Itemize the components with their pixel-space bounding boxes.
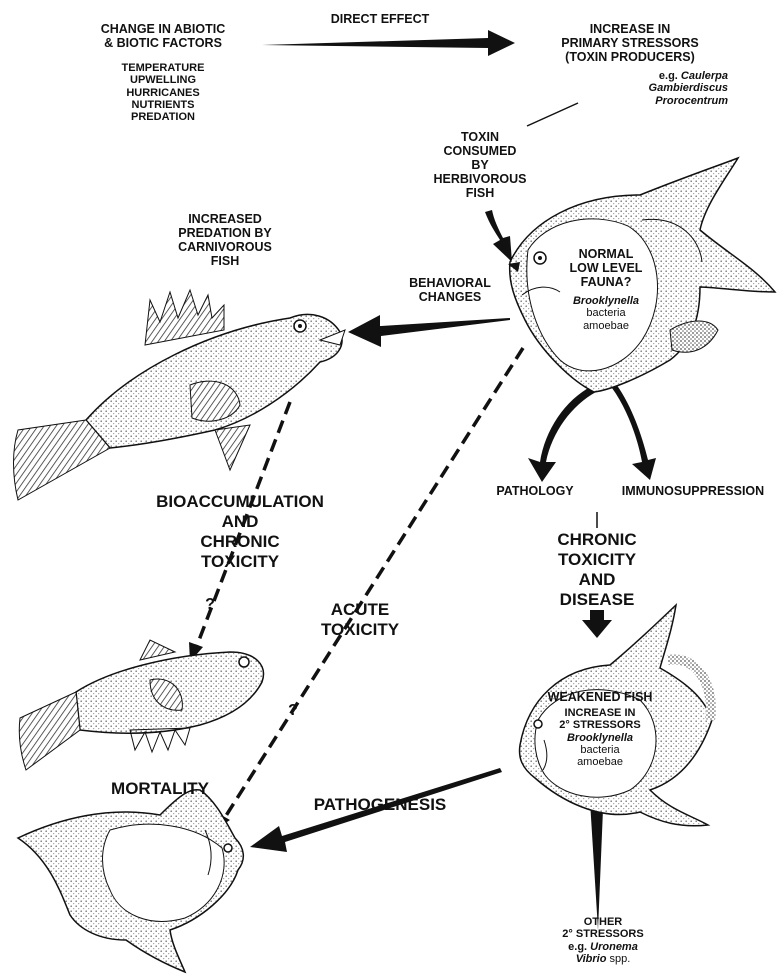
immunosuppression-label: IMMUNOSUPPRESSION [608,484,778,498]
eg-prefix: e.g. [568,941,587,953]
pathology-arrow [528,386,596,482]
predation-line: PREDATION BY [155,226,295,240]
dead-angelfish-illustration [18,790,243,972]
chronic-toxicity-label: CHRONIC TOXICITY AND DISEASE [537,530,657,610]
behavioral-changes-label: BEHAVIORAL CHANGES [395,276,505,304]
eg-prefix: e.g. [659,70,678,82]
increased-predation-label: INCREASED PREDATION BY CARNIVOROUS FISH [155,212,295,268]
abiotic-factors-heading: CHANGE IN ABIOTIC & BIOTIC FACTORS [78,22,248,50]
chronic-line: AND [537,570,657,590]
toxin-consumed-arrow [485,210,512,262]
primary-stressors-heading: INCREASE IN PRIMARY STRESSORS (TOXIN PRO… [540,22,720,64]
bioacc-line: TOXICITY [140,552,340,572]
toxin-line: CONSUMED [430,144,530,158]
factor-item: NUTRIENTS [98,99,228,111]
grouper-carnivore-illustration [14,290,346,500]
toxin-line: HERBIVOROUS [430,172,530,186]
amoebae-label: amoebae [556,320,656,332]
spp-label: spp. [610,953,631,965]
pufferfish-illustration [19,640,263,770]
toxin-consumed-label: TOXIN CONSUMED BY HERBIVOROUS FISH [430,130,530,200]
normal-line: FAUNA? [556,275,656,289]
primary-line-1: INCREASE IN [540,22,720,36]
predation-line: CARNIVOROUS [155,240,295,254]
chronic-down-arrow [582,610,612,638]
secondary-line-2: 2° STRESSORS [545,719,655,731]
normal-line: LOW LEVEL [556,261,656,275]
mortality-label: MORTALITY [95,779,225,799]
example-caulerpa: Caulerpa [681,70,728,82]
acute-toxicity-dashed-line [222,348,523,822]
normal-line: NORMAL [556,247,656,261]
pathogenesis-label: PATHOGENESIS [305,795,455,815]
bioacc-line: BIOACCUMULATION [140,492,340,512]
toxin-line: BY [430,158,530,172]
chronic-line: DISEASE [537,590,657,610]
example-prorocentrum: Prorocentrum [578,95,728,107]
examples-connector-line [527,103,578,126]
bacteria-label: bacteria [556,307,656,319]
behavioral-line: BEHAVIORAL [395,276,505,290]
brooklynella-label: Brooklynella [556,295,656,307]
other-line: OTHER [548,916,658,928]
acute-toxicity-label: ACUTE TOXICITY [300,600,420,640]
toxin-line: TOXIN [430,130,530,144]
other-line: 2° STRESSORS [548,928,658,940]
example-uronema: Uronema [590,941,638,953]
bioaccumulation-label: BIOACCUMULATION AND CHRONIC TOXICITY [140,492,340,572]
behavioral-line: CHANGES [395,290,505,304]
factor-item: HURRICANES [98,87,228,99]
abiotic-line-2: & BIOTIC FACTORS [78,36,248,50]
chronic-line: CHRONIC [537,530,657,550]
immunosuppression-arrow [612,384,656,480]
example-gambierdiscus: Gambierdiscus [578,82,728,94]
pathology-label: PATHOLOGY [485,484,585,498]
predation-line: INCREASED [155,212,295,226]
abiotic-factors-list: TEMPERATURE UPWELLING HURRICANES NUTRIEN… [98,62,228,124]
weakened-fish-label: WEAKENED FISH [535,690,665,704]
secondary-line-1: INCREASE IN [545,707,655,719]
brooklynella-label: Brooklynella [545,732,655,744]
direct-effect-label: DIRECT EFFECT [310,12,450,26]
toxin-line: FISH [430,186,530,200]
other-stressors-label: OTHER 2° STRESSORS e.g. Uronema Vibrio s… [548,916,658,965]
bioacc-line: CHRONIC [140,532,340,552]
normal-fauna-label: NORMAL LOW LEVEL FAUNA? [556,247,656,289]
acute-line: ACUTE [300,600,420,620]
predation-line: FISH [155,254,295,268]
primary-line-3: (TOXIN PRODUCERS) [540,50,720,64]
bacteria-label: bacteria [545,744,655,756]
factor-item: TEMPERATURE [98,62,228,74]
example-vibrio: Vibrio [576,953,607,965]
abiotic-line-1: CHANGE IN ABIOTIC [78,22,248,36]
acute-question-mark: ? [283,702,303,720]
direct-effect-arrow [262,30,515,56]
acute-line: TOXICITY [300,620,420,640]
factor-item: UPWELLING [98,74,228,86]
behavioral-changes-arrow [348,315,510,347]
amoebae-label: amoebae [545,756,655,768]
bioacc-line: AND [140,512,340,532]
primary-examples: e.g. Caulerpa Gambierdiscus Prorocentrum [578,70,728,107]
chronic-line: TOXICITY [537,550,657,570]
secondary-stressors-label: INCREASE IN 2° STRESSORS Brooklynella ba… [545,707,655,769]
factor-item: PREDATION [98,111,228,123]
bioaccumulation-question-mark: ? [200,596,220,614]
normal-fauna-organisms: Brooklynella bacteria amoebae [556,295,656,332]
primary-line-2: PRIMARY STRESSORS [540,36,720,50]
